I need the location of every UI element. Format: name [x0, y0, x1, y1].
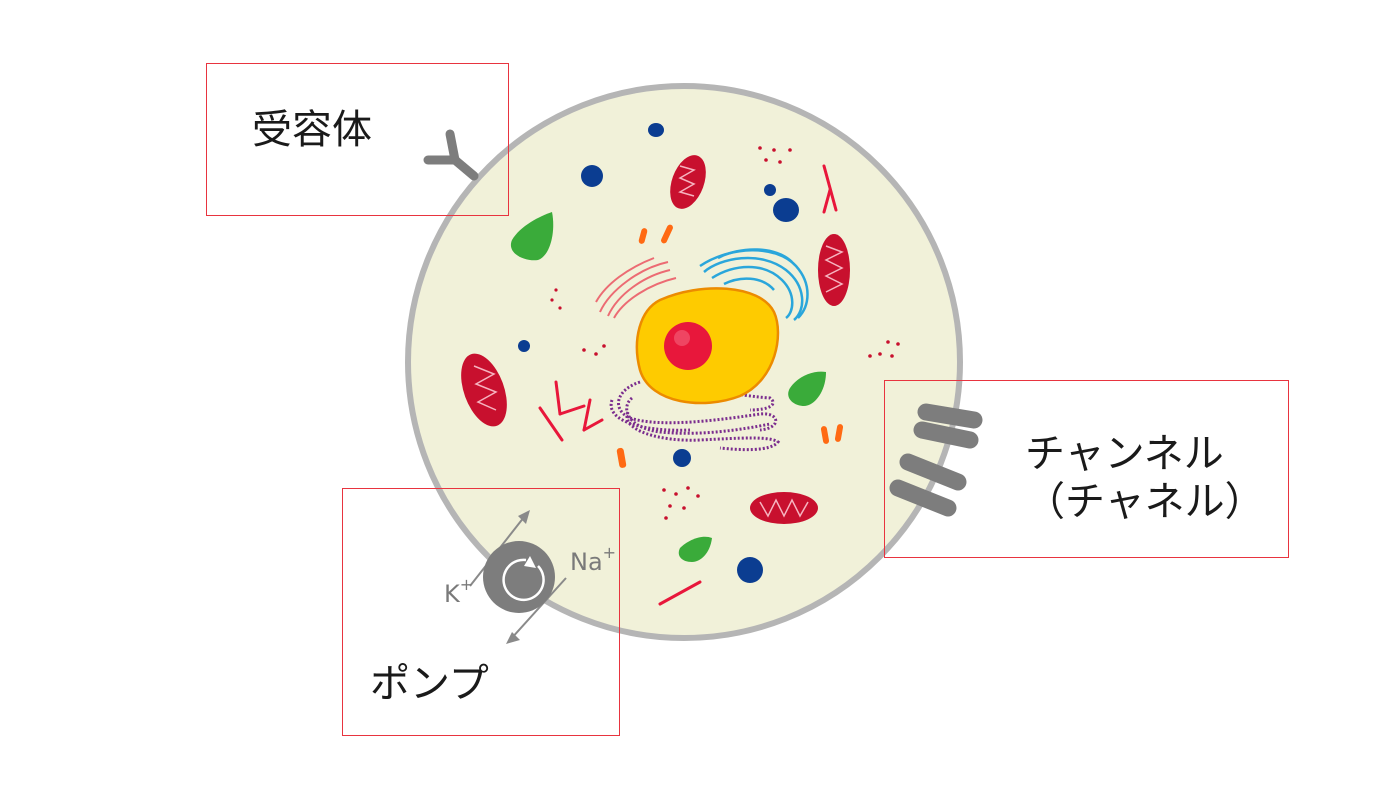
receptor-label-box [206, 63, 509, 216]
centriole [616, 224, 844, 468]
vesicle [518, 123, 799, 583]
channel-label: チャンネル [1025, 431, 1224, 477]
channel-label-box [884, 380, 1289, 558]
mitochondrion [750, 492, 818, 524]
pump-protein [469, 510, 567, 644]
centrosome-filaments [595, 257, 677, 319]
plastid [678, 536, 712, 562]
cytoskeleton [538, 164, 838, 606]
receptor-protein [423, 129, 479, 181]
receptor-label: 受容体 [252, 107, 372, 153]
mitochondrion [670, 155, 706, 209]
ribosomes [550, 146, 900, 520]
pump-label: ポンプ [370, 661, 489, 707]
nucleolus [664, 322, 712, 370]
plastid [788, 371, 826, 406]
mitochondrion [818, 234, 850, 306]
channel-protein [889, 403, 983, 517]
pump-label-box [342, 488, 620, 736]
plastid [510, 212, 554, 261]
sodium-ion-label: Na+ [570, 543, 616, 576]
potassium-ion-label: K+ [444, 575, 473, 608]
golgi-apparatus [699, 248, 809, 321]
mitochondrion [461, 353, 507, 427]
endoplasmic-reticulum [609, 378, 781, 452]
channel-label-alt: （チャネル） [1025, 479, 1265, 525]
